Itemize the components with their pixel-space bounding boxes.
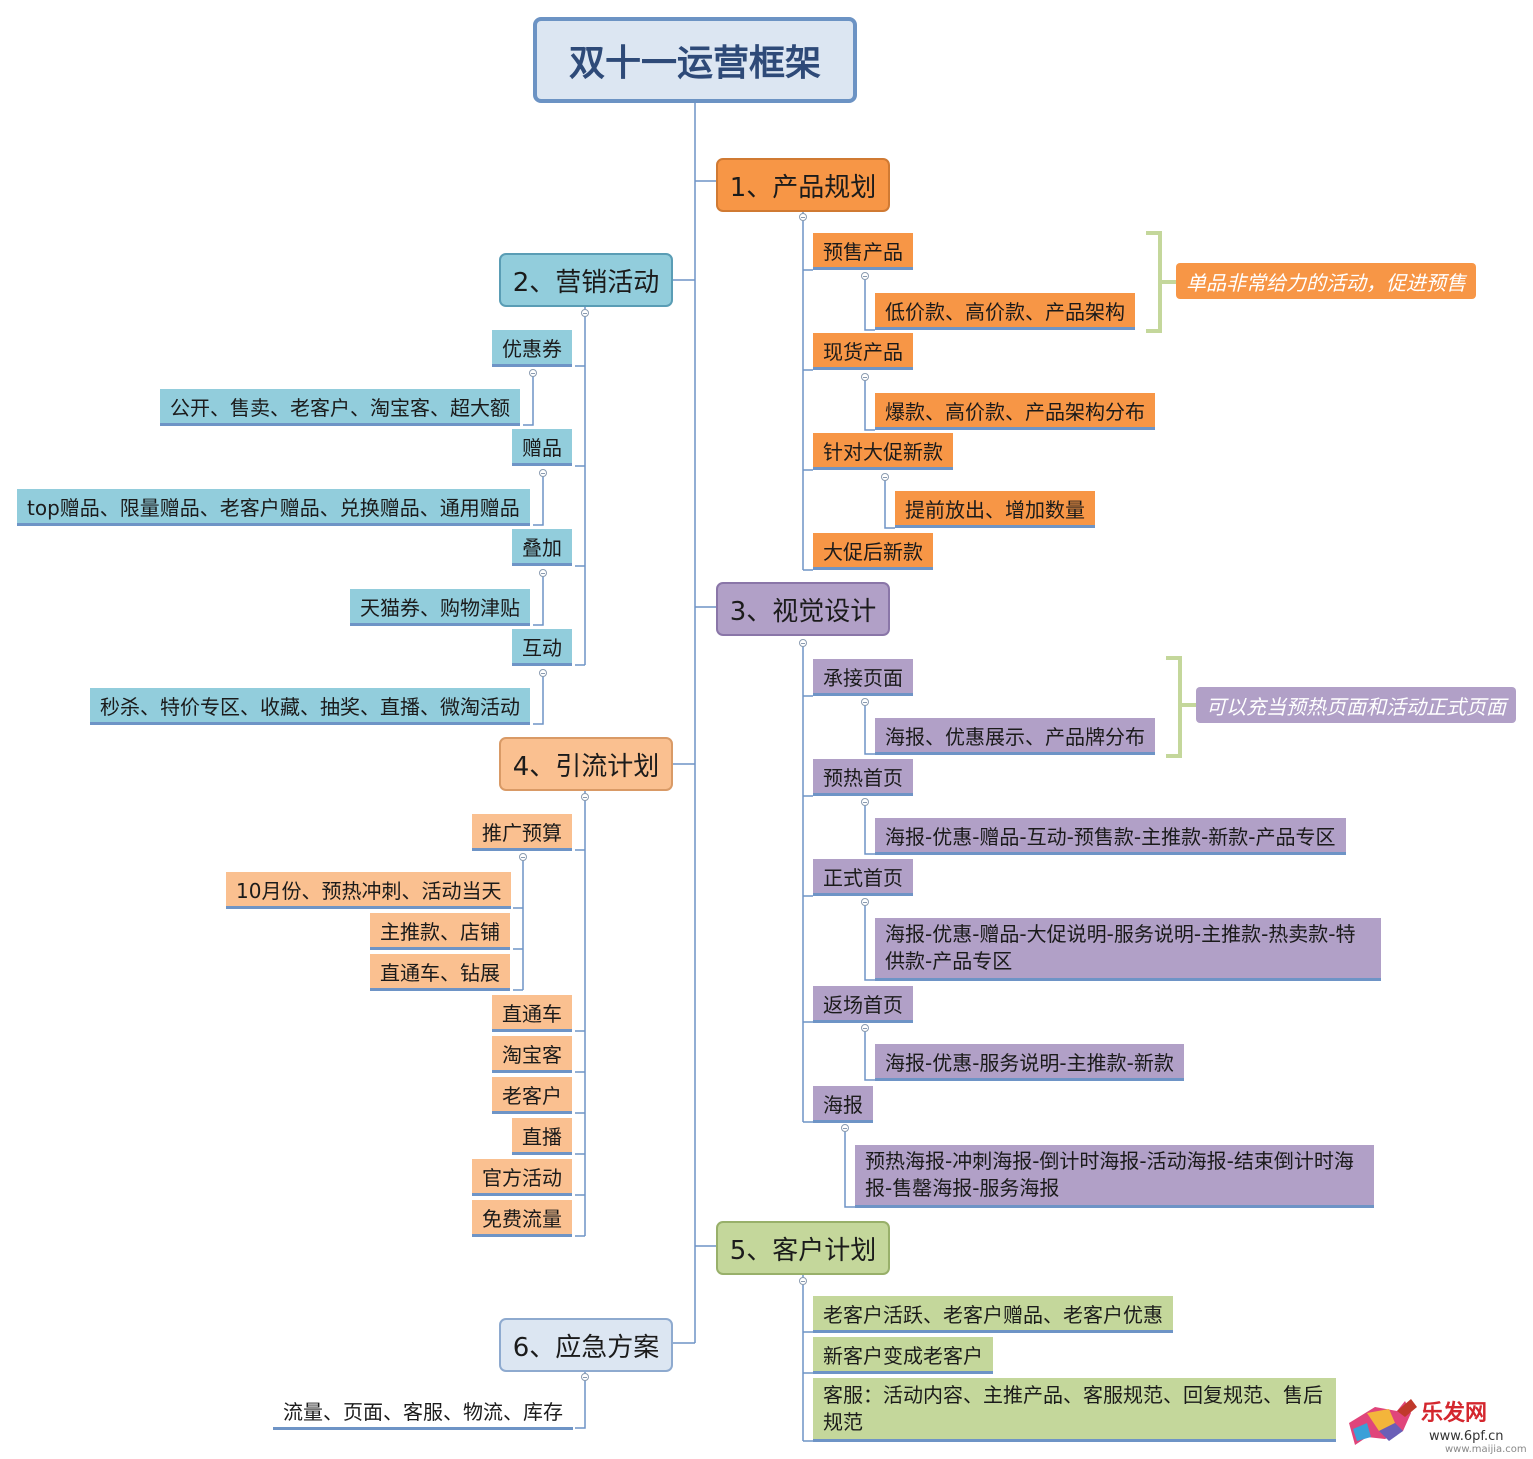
product-item-presale[interactable]: 预售产品: [813, 233, 913, 270]
product-item-presale-detail[interactable]: 低价款、高价款、产品架构: [875, 293, 1135, 330]
branch-traffic-label: 4、引流计划: [512, 751, 660, 782]
product-item-instock[interactable]: 现货产品: [813, 333, 913, 370]
branch-emergency-label: 6、应急方案: [512, 1332, 660, 1363]
branch-traffic[interactable]: 4、引流计划: [499, 737, 673, 791]
customer-item-old[interactable]: 老客户活跃、老客户赠品、老客户优惠: [813, 1296, 1173, 1333]
marketing-item-gift-detail[interactable]: top赠品、限量赠品、老客户赠品、兑换赠品、通用赠品: [17, 489, 530, 526]
traffic-item-old-customer[interactable]: 老客户: [492, 1077, 572, 1114]
branch-product[interactable]: 1、产品规划: [716, 158, 890, 212]
visual-item-main-home[interactable]: 正式首页: [813, 859, 913, 896]
product-item-post-promo[interactable]: 大促后新款: [813, 533, 933, 570]
visual-note: 可以充当预热页面和活动正式页面: [1196, 687, 1516, 723]
collapse-stack-icon[interactable]: [539, 569, 547, 577]
branch-visual-label: 3、视觉设计: [729, 596, 877, 627]
collapse-emergency-icon[interactable]: [581, 1373, 589, 1381]
collapse-customer-icon[interactable]: [799, 1277, 807, 1285]
collapse-instock-icon[interactable]: [861, 373, 869, 381]
visual-item-landing-detail[interactable]: 海报、优惠展示、产品牌分布: [875, 718, 1155, 755]
collapse-preheat-home-icon[interactable]: [861, 798, 869, 806]
visual-item-preheat-home[interactable]: 预热首页: [813, 759, 913, 796]
product-note: 单品非常给力的活动，促进预售: [1176, 263, 1476, 299]
watermark-url: www.6pf.cn: [1429, 1429, 1504, 1444]
traffic-item-live[interactable]: 直播: [512, 1118, 572, 1155]
collapse-landing-icon[interactable]: [861, 698, 869, 706]
visual-item-return-home-detail[interactable]: 海报-优惠-服务说明-主推款-新款: [875, 1044, 1184, 1081]
traffic-item-budget-timing[interactable]: 10月份、预热冲刺、活动当天: [226, 872, 512, 909]
root-title: 双十一运营框架: [533, 17, 857, 103]
watermark-logo: 乐发网 www.6pf.cn www.maijia.com: [1345, 1393, 1530, 1455]
customer-item-new-to-old[interactable]: 新客户变成老客户: [813, 1337, 993, 1374]
marketing-item-interaction-detail[interactable]: 秒杀、特价专区、收藏、抽奖、直播、微淘活动: [90, 688, 530, 725]
collapse-traffic-icon[interactable]: [581, 793, 589, 801]
marketing-item-interaction[interactable]: 互动: [512, 629, 572, 666]
branch-customer-label: 5、客户计划: [729, 1235, 877, 1266]
traffic-item-budget-target[interactable]: 主推款、店铺: [370, 913, 510, 950]
collapse-return-home-icon[interactable]: [861, 1024, 869, 1032]
marketing-item-stack-detail[interactable]: 天猫券、购物津贴: [350, 589, 530, 626]
branch-product-label: 1、产品规划: [729, 172, 877, 203]
collapse-product-icon[interactable]: [799, 213, 807, 221]
visual-item-poster[interactable]: 海报: [813, 1086, 873, 1123]
traffic-item-free[interactable]: 免费流量: [472, 1200, 572, 1237]
collapse-budget-icon[interactable]: [519, 853, 527, 861]
product-item-instock-detail[interactable]: 爆款、高价款、产品架构分布: [875, 393, 1155, 430]
branch-marketing[interactable]: 2、营销活动: [499, 253, 673, 307]
marketing-item-coupon-detail[interactable]: 公开、售卖、老客户、淘宝客、超大额: [160, 389, 520, 426]
collapse-presale-icon[interactable]: [861, 272, 869, 280]
customer-item-service[interactable]: 客服：活动内容、主推产品、客服规范、回复规范、售后规范: [813, 1378, 1336, 1442]
collapse-visual-icon[interactable]: [799, 639, 807, 647]
product-item-promo-new[interactable]: 针对大促新款: [813, 433, 953, 470]
marketing-item-coupon[interactable]: 优惠券: [492, 330, 572, 367]
collapse-marketing-icon[interactable]: [581, 309, 589, 317]
visual-item-preheat-home-detail[interactable]: 海报-优惠-赠品-互动-预售款-主推款-新款-产品专区: [875, 818, 1346, 855]
branch-marketing-label: 2、营销活动: [512, 267, 660, 298]
watermark-brand: 乐发网: [1421, 1400, 1487, 1426]
visual-item-poster-detail[interactable]: 预热海报-冲刺海报-倒计时海报-活动海报-结束倒计时海报-售罄海报-服务海报: [855, 1145, 1374, 1208]
collapse-coupon-icon[interactable]: [529, 369, 537, 377]
traffic-item-ztc[interactable]: 直通车: [492, 995, 572, 1032]
traffic-item-taobaoke[interactable]: 淘宝客: [492, 1036, 572, 1073]
collapse-poster-icon[interactable]: [841, 1124, 849, 1132]
collapse-interaction-icon[interactable]: [539, 669, 547, 677]
bull-logo-icon: 乐发网 www.6pf.cn www.maijia.com: [1349, 1399, 1527, 1455]
collapse-main-home-icon[interactable]: [861, 898, 869, 906]
branch-emergency[interactable]: 6、应急方案: [499, 1318, 673, 1372]
collapse-promo-new-icon[interactable]: [881, 473, 889, 481]
collapse-gift-icon[interactable]: [539, 469, 547, 477]
traffic-item-budget[interactable]: 推广预算: [472, 814, 572, 851]
marketing-item-gift[interactable]: 赠品: [512, 429, 572, 466]
watermark-url2: www.maijia.com: [1445, 1444, 1527, 1455]
branch-customer[interactable]: 5、客户计划: [716, 1221, 890, 1275]
traffic-item-official[interactable]: 官方活动: [472, 1159, 572, 1196]
visual-item-main-home-detail[interactable]: 海报-优惠-赠品-大促说明-服务说明-主推款-热卖款-特供款-产品专区: [875, 918, 1381, 981]
visual-item-return-home[interactable]: 返场首页: [813, 986, 913, 1023]
branch-visual[interactable]: 3、视觉设计: [716, 582, 890, 636]
visual-item-landing[interactable]: 承接页面: [813, 659, 913, 696]
product-item-promo-new-detail[interactable]: 提前放出、增加数量: [895, 491, 1095, 528]
emergency-item[interactable]: 流量、页面、客服、物流、库存: [273, 1393, 573, 1430]
marketing-item-stack[interactable]: 叠加: [512, 529, 572, 566]
traffic-item-budget-channel[interactable]: 直通车、钻展: [370, 954, 510, 991]
